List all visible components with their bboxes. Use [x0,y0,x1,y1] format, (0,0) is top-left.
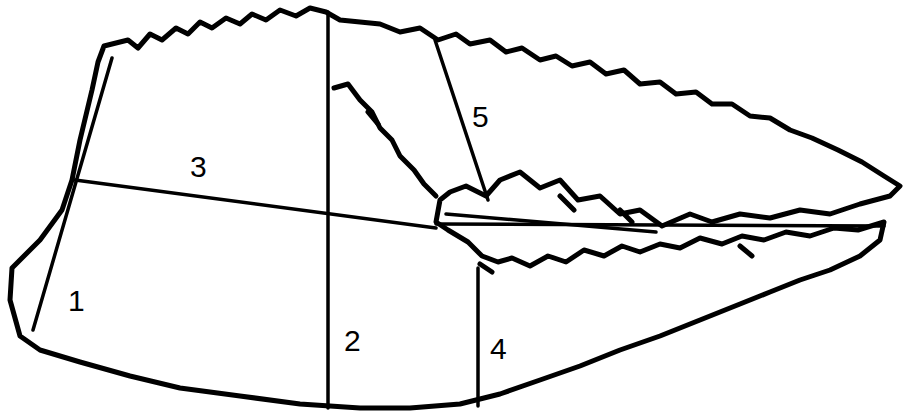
callout-number: 3 [190,152,207,182]
measure-line [75,180,436,228]
measure-line [476,268,480,406]
callout-number: 2 [344,326,361,356]
claw-inner-edge [334,84,436,196]
callout-number: 4 [490,334,507,364]
callout-number: 1 [68,286,85,316]
measure-line [326,12,330,408]
claw-outline [10,8,900,408]
measure-line [33,58,112,330]
measure-line [435,40,488,200]
callout-number: 5 [472,102,489,132]
measure-line [436,224,884,226]
measure-line [446,214,656,232]
tooth-detail [368,112,752,272]
